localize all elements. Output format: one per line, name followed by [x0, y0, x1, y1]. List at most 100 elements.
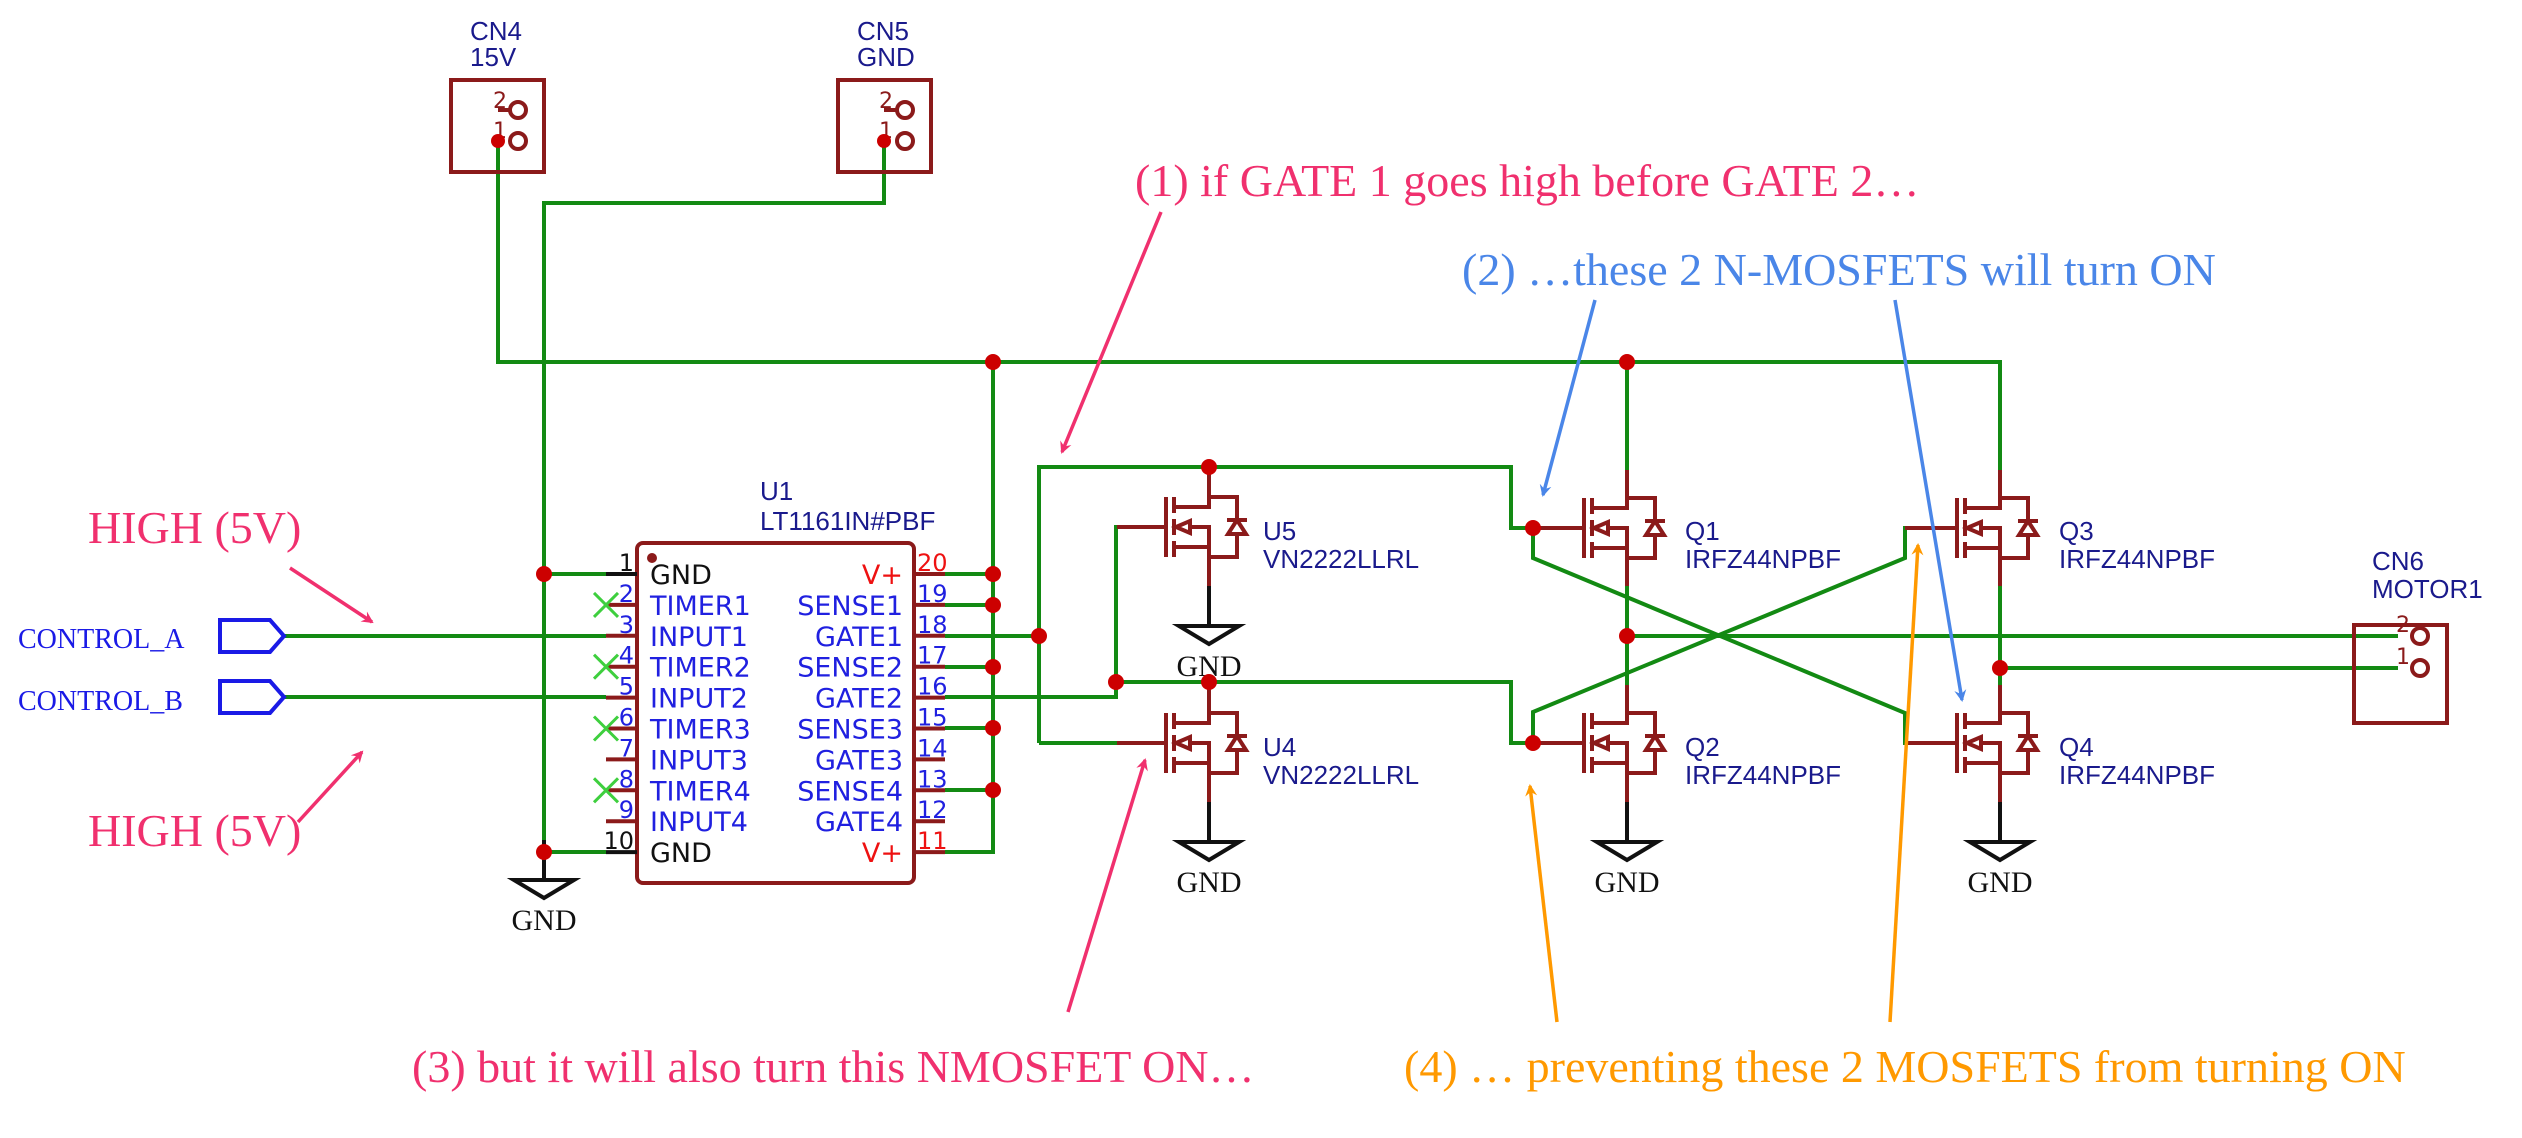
q3-value: IRFZ44NPBF: [2059, 544, 2215, 574]
pin-number: 6: [619, 704, 634, 732]
junction: [1619, 354, 1635, 370]
mosfet-icon: [1905, 470, 2041, 586]
junction: [1201, 459, 1217, 475]
gnd-label: GND: [1968, 866, 2033, 899]
arrow-high-a: [289, 566, 374, 624]
junction: [1108, 674, 1124, 690]
mosfet-icon: [1117, 469, 1250, 585]
cn5-value: GND: [857, 42, 915, 72]
ic-right-pins: 20V+19SENSE118GATE117SENSE216GATE215SENS…: [797, 549, 947, 869]
mosfet-u5: [1117, 469, 1250, 585]
no-connect-icon: [592, 777, 620, 804]
arrow-step3: [1066, 758, 1148, 1013]
ic-pin-right: 20 V+: [862, 549, 948, 591]
mosfet-icon: [1533, 470, 1668, 586]
pin-name: GATE4: [815, 807, 903, 838]
junction: [1992, 660, 2008, 676]
no-connect-icon: [592, 591, 620, 618]
junction: [536, 844, 552, 860]
ground-icon: GND: [1589, 802, 1665, 899]
arrow-high-b: [296, 750, 364, 824]
junctions: [536, 354, 2008, 860]
ic-pin-left: 4 TIMER2: [592, 642, 751, 684]
port-control-a[interactable]: CONTROL_A: [18, 618, 287, 655]
arrow-step4-q3: [1888, 543, 1924, 1023]
ic-pin-left: 7 INPUT3: [606, 734, 748, 776]
wire-gate2-to-q2: [1116, 680, 1533, 745]
pin-name: INPUT3: [650, 745, 748, 776]
gnd-label: GND: [1177, 866, 1242, 899]
pin-name: INPUT1: [650, 622, 748, 653]
connector-cn5: CN5 GND 2 1: [836, 16, 933, 174]
arrow-step1: [1060, 211, 1163, 454]
pin-number: 9: [619, 796, 634, 824]
cn4-pin2-num: 2: [493, 89, 507, 114]
pin-number: 18: [917, 611, 948, 639]
pin-name: TIMER4: [649, 776, 751, 807]
junction: [985, 720, 1001, 736]
pin-name: INPUT2: [650, 684, 748, 715]
pin1-marker: [647, 553, 657, 563]
pin-number: 13: [917, 765, 948, 793]
u5-value: VN2222LLRL: [1263, 544, 1419, 574]
pin-number: 17: [917, 642, 948, 670]
pin-number: 20: [917, 549, 948, 577]
ic-pin-left: 3 INPUT1: [606, 611, 748, 653]
q2-value: IRFZ44NPBF: [1685, 760, 1841, 790]
pin-name: TIMER3: [649, 715, 751, 746]
annotations: HIGH (5V) HIGH (5V) (1) if GATE 1 goes h…: [88, 155, 2406, 1092]
junction: [985, 782, 1001, 798]
connector-cn4: CN4 15V 2 1: [449, 16, 546, 174]
cn4-value: 15V: [470, 42, 517, 72]
pin-number: 4: [619, 642, 634, 670]
ground-icon: GND: [1171, 802, 1247, 899]
port-arrow-icon: [218, 679, 287, 715]
q4-value: IRFZ44NPBF: [2059, 760, 2215, 790]
annotation-high-b: HIGH (5V): [88, 805, 301, 856]
junction: [985, 597, 1001, 613]
u5-ref: U5: [1263, 516, 1296, 546]
port-control-b[interactable]: CONTROL_B: [18, 679, 287, 717]
pin-number: 3: [619, 611, 634, 639]
cn6-pin1-num: 1: [2396, 645, 2410, 670]
mosfet-icon: [1905, 685, 2041, 801]
ground-icon: GND: [1171, 586, 1247, 683]
pin-number: 7: [619, 734, 634, 762]
arrow-step2-q1: [1539, 299, 1597, 497]
mosfet-icon: [1117, 685, 1250, 801]
u4-ref: U4: [1263, 732, 1296, 762]
junction: [491, 134, 505, 148]
pin-name: TIMER2: [649, 653, 751, 684]
pin-name: GATE3: [815, 745, 903, 776]
ic-pin-right: 12 GATE4: [815, 796, 948, 838]
arrow-step2-q4: [1893, 299, 1967, 702]
cn6-pin2-num: 2: [2396, 613, 2410, 638]
mosfet-q4: [1905, 685, 2041, 801]
pin-number: 1: [619, 549, 634, 577]
annotation-step1: (1) if GATE 1 goes high before GATE 2…: [1135, 155, 1919, 206]
pin-number: 12: [917, 796, 948, 824]
pin-number: 14: [917, 734, 948, 762]
pin-name: SENSE2: [797, 653, 903, 684]
pin-name: GATE1: [815, 622, 903, 653]
no-connect-icon: [592, 715, 620, 742]
junction: [1619, 628, 1635, 644]
wire-vplus-bus: [945, 362, 995, 854]
junction: [536, 566, 552, 582]
junction: [985, 354, 1001, 370]
wire-gate2-to-u5: [945, 525, 1118, 699]
control-b-label: CONTROL_B: [18, 686, 183, 717]
connector-cn6: CN6 MOTOR1 2 1: [2352, 546, 2483, 725]
ic-pin-left: 6 TIMER3: [592, 704, 751, 746]
annotation-step2: (2) …these 2 N-MOSFETS will turn ON: [1462, 244, 2216, 295]
pin-name: V+: [862, 560, 903, 591]
annotation-high-a: HIGH (5V): [88, 502, 301, 553]
mosfet-q2: [1533, 685, 1668, 801]
pin-name: GATE2: [815, 684, 903, 715]
